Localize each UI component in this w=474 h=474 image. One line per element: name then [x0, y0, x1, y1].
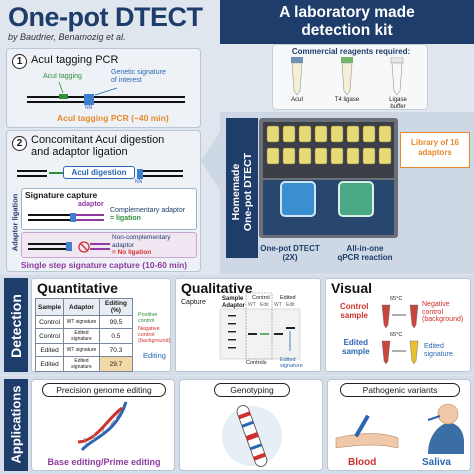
precision-caption: Base editing/Prime editing	[47, 457, 161, 467]
dna-helix-icon	[77, 401, 128, 452]
acui-digestion-label: AcuI digestion	[63, 166, 135, 179]
table-header-row: Sample Adaptor Editing (%)	[34, 298, 134, 316]
complementary-box: Signature capture adaptor Complementary …	[21, 188, 197, 230]
ligation-schematic	[28, 213, 104, 222]
reagents-box: Commercial reagents required: AcuI T4 li…	[272, 44, 428, 110]
control-sample-label: Control sample	[340, 302, 369, 320]
step2-title: Concomitant AcuI digestion and adaptor l…	[31, 134, 165, 158]
edited-sample-label: Edited sample	[342, 338, 370, 356]
lane-label: Edit	[260, 302, 269, 308]
chromosome-icon	[222, 405, 282, 467]
reagent-t4-ligase: T4 ligase	[334, 97, 360, 103]
table-row: Control Edited signature 0.5	[34, 328, 134, 344]
table-row: Control WT signature 99.5	[34, 315, 134, 329]
library-label: Library of 16 adaptors	[400, 132, 470, 168]
complementary-adaptor-text: Complementary adaptor = ligation	[110, 207, 186, 222]
reagent-tubes	[291, 57, 404, 96]
sample-adaptor-header: Sample Adaptor	[222, 296, 245, 309]
step1-panel: 1 AcuI tagging PCR AcuI tagging Genetic …	[6, 48, 201, 128]
edited-signature-label: Edited signature	[280, 357, 303, 369]
no-ligation-schematic	[28, 241, 110, 253]
step1-title: AcuI tagging PCR	[31, 54, 119, 66]
table-row: Edited WT signature 70.3	[34, 343, 134, 357]
one-pot-caption: One-pot DTECT (2X)	[260, 244, 320, 262]
qualitative-title: Qualitative	[181, 280, 253, 296]
step2-panel: 2 Concomitant AcuI digestion and adaptor…	[6, 130, 201, 272]
negative-control-visual-label: Negative control (background)	[422, 301, 464, 323]
sampling-illustration	[335, 403, 464, 454]
non-complementary-text: Non-complementary adaptor = No ligation	[112, 234, 171, 256]
edited-signature-visual-label: Edited signature	[424, 343, 453, 358]
edited-header: Edited	[280, 295, 296, 301]
step2-number: 2	[12, 136, 27, 151]
reagents-title: Commercial reagents required:	[291, 47, 411, 56]
step1-caption: AcuI tagging PCR (~40 min)	[57, 113, 169, 123]
lane-label: Edit	[286, 302, 295, 308]
editing-label: Editing	[143, 351, 166, 360]
controls-label: Controls	[246, 360, 267, 366]
nn-label-1: NN	[85, 105, 93, 111]
precision-pill: Precision genome editing	[42, 383, 166, 397]
kit-header: A laboratory made detection kit	[220, 0, 474, 44]
quantitative-panel: Quantitative Sample Adaptor Editing (%) …	[31, 278, 171, 372]
lane-label: WT	[274, 302, 282, 308]
nn-label-2: NN	[135, 179, 143, 185]
adaptor-label: adaptor	[78, 201, 104, 208]
saliva-label: Saliva	[422, 457, 451, 468]
pathogenic-pill: Pathogenic variants	[340, 383, 460, 397]
non-complementary-box: Non-complementary adaptor = No ligation	[21, 232, 197, 258]
flow-arrow	[201, 132, 220, 190]
kit-photo-illustration	[263, 122, 394, 235]
qualitative-panel: Qualitative Capture Sample Adaptor Contr…	[175, 278, 321, 372]
signature-capture-label: Signature capture	[25, 190, 98, 200]
applications-side-label: Applications	[4, 379, 28, 471]
genotyping-panel: Genotyping	[179, 379, 323, 471]
gel-image	[219, 292, 301, 360]
tube-colors	[381, 304, 419, 365]
reagent-acui: AcuI	[290, 97, 303, 103]
acui-tagging-label: AcuI tagging	[43, 73, 82, 80]
pcr-schematic	[27, 81, 185, 105]
pathogenic-panel: Pathogenic variants Blood Saliva	[327, 379, 471, 471]
capture-label: Capture	[181, 299, 206, 306]
page-title: One-pot DTECT	[8, 2, 203, 32]
quantitative-table: Sample Adaptor Editing (%) Control WT si…	[34, 298, 134, 372]
lane-label: WT	[248, 302, 256, 308]
visual-panel: Visual Control sample Edited sample 65°C…	[325, 278, 471, 372]
detection-side-label: Detection	[4, 278, 28, 372]
negative-control-label: Negative control (background)	[138, 326, 171, 344]
precision-panel: Precision genome editing Base editing/Pr…	[31, 379, 175, 471]
authors-line: by Baudrier, Benamozig et al.	[8, 32, 126, 42]
kit-side-label: Homemade One-pot DTECT	[226, 118, 258, 258]
blood-label: Blood	[348, 457, 377, 468]
visual-title: Visual	[331, 280, 372, 296]
positive-control-label: Positive control	[138, 312, 158, 324]
qpcr-caption: All-in-one qPCR reaction	[337, 244, 393, 262]
step1-number: 1	[12, 54, 27, 69]
genetic-signature-label: Genetic signature of interest	[111, 69, 166, 84]
step2-caption: Single step signature capture (10-60 min…	[20, 260, 188, 270]
genotyping-pill: Genotyping	[214, 383, 290, 397]
temp-label-2: 65°C	[390, 332, 403, 338]
quantitative-title: Quantitative	[37, 280, 118, 296]
kit-photo	[259, 118, 398, 238]
controls-header: Control	[252, 295, 270, 301]
reagent-ligase-buffer: Ligase buffer	[389, 97, 407, 110]
adaptor-ligation-side: Adaptor ligation	[10, 193, 20, 252]
table-row: Edited Edited signature 29.7	[34, 356, 134, 372]
temp-label-1: 65°C	[390, 296, 403, 302]
digestion-schematic	[17, 169, 183, 179]
